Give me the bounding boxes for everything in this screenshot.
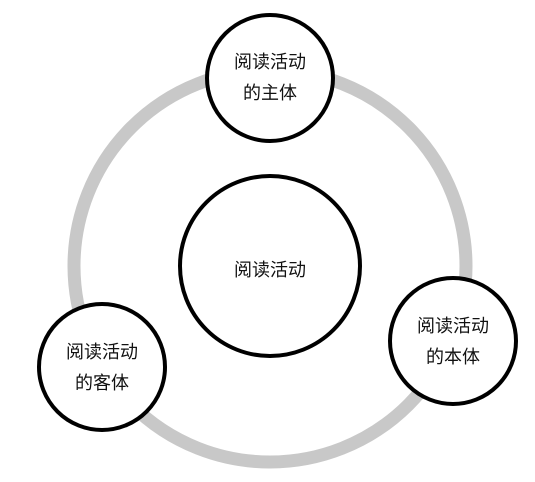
center-node-circle <box>178 174 362 358</box>
right-node-label-line2: 的本体 <box>426 347 480 368</box>
left-node-label-line2: 的客体 <box>75 373 129 394</box>
center-node: 阅读活动 <box>178 174 362 358</box>
right-node: 阅读活动 的本体 <box>388 276 518 406</box>
right-node-label-line1: 阅读活动 <box>417 316 489 337</box>
top-node: 阅读活动 的主体 <box>205 13 335 143</box>
top-node-circle <box>205 13 335 143</box>
left-node: 阅读活动 的客体 <box>37 302 167 432</box>
center-node-label: 阅读活动 <box>234 260 306 281</box>
top-node-label-line2: 的主体 <box>243 83 297 104</box>
left-node-circle <box>37 302 167 432</box>
right-node-circle <box>388 276 518 406</box>
left-node-label-line1: 阅读活动 <box>66 342 138 363</box>
top-node-label-line1: 阅读活动 <box>234 52 306 73</box>
